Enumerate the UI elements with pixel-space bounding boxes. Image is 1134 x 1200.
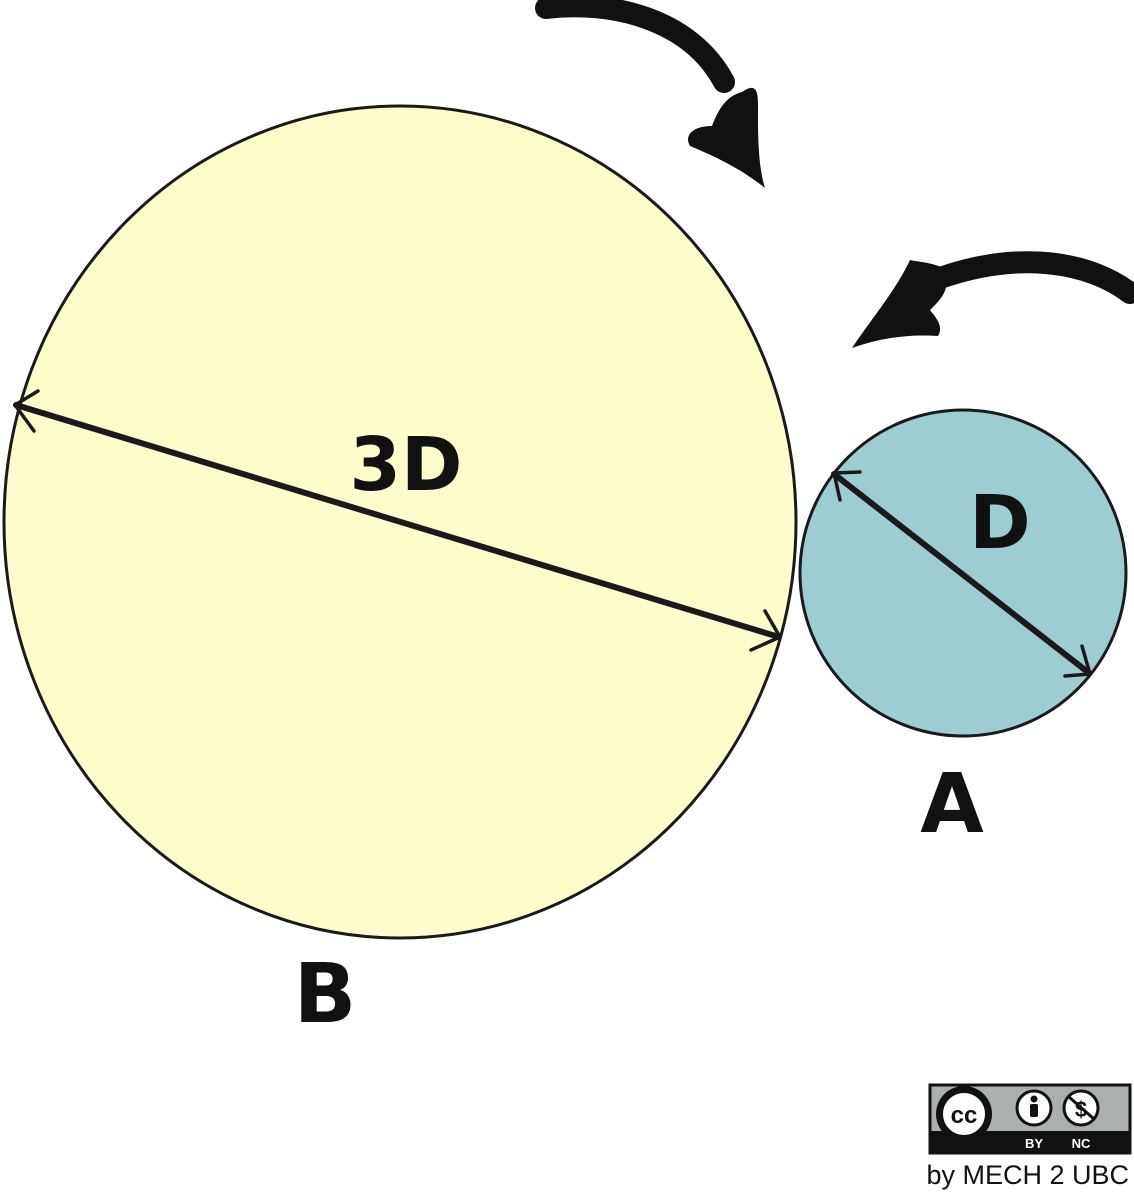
license-badge: cc $ BY NC <box>928 1083 1132 1155</box>
gear-a-label: A <box>920 757 984 852</box>
cc-label: cc <box>951 1102 978 1129</box>
by-attribution-icon <box>1015 1089 1053 1127</box>
gear-b-label: B <box>294 947 357 1042</box>
credit-text: by MECH 2 UBC <box>926 1160 1129 1190</box>
gear-a-diameter-label: D <box>969 480 1030 566</box>
clockwise-arrow-icon <box>535 0 765 188</box>
gear-b-diameter-label: 3D <box>350 422 463 508</box>
counterclockwise-arrow-icon <box>852 251 1134 348</box>
license-nc-label: NC <box>1072 1136 1091 1151</box>
nc-noncommercial-icon: $ <box>1062 1089 1100 1127</box>
license-by-label: BY <box>1025 1136 1043 1151</box>
gear-a-diameter-arrow <box>831 470 1092 678</box>
cc-icon: cc <box>936 1086 992 1142</box>
gear-b-diameter-arrow <box>13 389 782 652</box>
